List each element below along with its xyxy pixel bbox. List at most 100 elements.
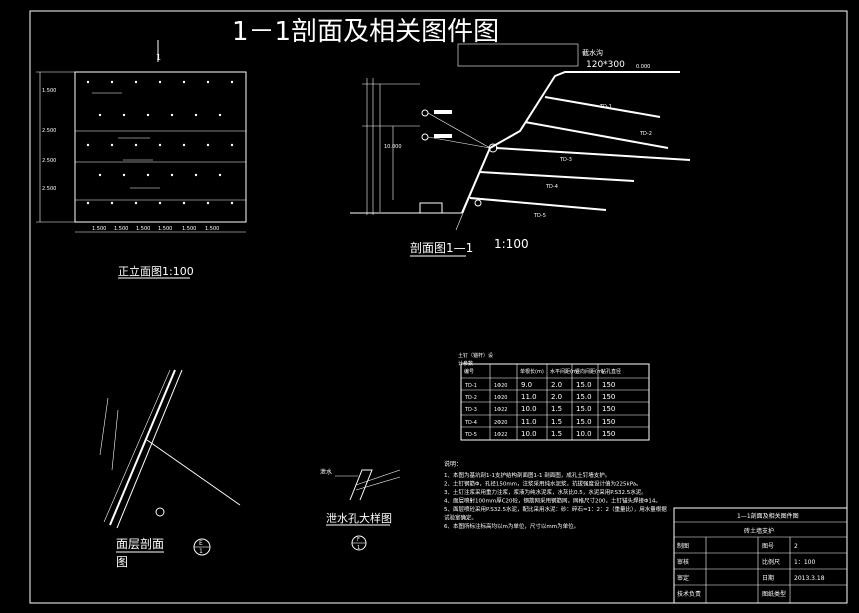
anchor-dot [206,201,210,205]
anchor-td5 [469,197,607,211]
table-cell: 1.5 [551,430,562,438]
marker-top: E [199,540,203,547]
title-block-cell: 技术负责 [677,590,701,598]
leader-line [427,136,491,149]
title-block-cell: 1：100 [794,559,815,566]
bottom-dim: 1.500 [158,226,172,232]
ditch-label: 截水沟 [582,48,603,57]
callout-circle [474,199,482,207]
marker-bottom: 1 [357,545,360,551]
drain-detail: 泄水 泄水孔大样图 F 1 [320,468,401,551]
anchor-dot-grid [86,80,234,205]
note-line: 4、面层喷射100mm厚C20砼，钢筋网采用钢筋网，网格尺寸200，土钉锚头焊接… [444,497,661,505]
drain-label: 泄水 [320,468,332,476]
anchor-label: TD-4 [545,184,558,190]
anchor-dot [230,80,234,84]
table-cell: TD-5 [464,432,477,438]
drain-caption: 泄水孔大样图 [326,511,392,525]
elevation-view: 1 1.500 2.500 2.500 2.500 1.500 1.500 1.… [36,40,247,279]
title-block-cell: 日期 [762,574,774,582]
note-line: 6、本图所标注标高均以m为单位，尺寸以mm为单位。 [444,522,579,530]
section-scale: 1:100 [494,237,529,251]
left-dim: 1.500 [42,88,56,94]
left-dim: 2.500 [42,128,56,134]
slope-extension [455,147,491,231]
bottom-dim: 1.500 [92,226,106,232]
note-line: 试验室确定。 [444,514,477,522]
toe-drain [419,202,443,214]
table-cell: 150 [602,381,615,389]
table-cell: 1.5 [551,405,562,413]
table-cell: TD-3 [464,407,477,413]
note-line: 1、本图为基坑剖1-1支护结构剖面图1-1 剖面图，成孔土钉墙支护。 [444,471,610,479]
table-cell: 150 [602,418,615,426]
table-cell: 150 [602,430,615,438]
left-dim: 2.500 [42,158,56,164]
leader-symbol [421,133,429,141]
anchor-dot [230,201,234,205]
table-cell: 10.0 [521,405,537,413]
table-header-cell: 编号 [464,368,474,375]
bottom-dim: 1.500 [205,226,219,232]
anchor-dot [86,143,90,147]
anchor-table: 土钉（锚杆）设 计参数 编号单根长(m)水平间距(m)竖向间距(m)钻孔直径TD… [458,352,650,441]
title-block-cell: 制图 [677,542,689,550]
anchor-dot [194,113,198,117]
anchor-dot [182,143,186,147]
marker-top: F [357,537,360,543]
table-cell: 10.0 [521,430,537,438]
table-cell: 1Φ22 [494,407,507,413]
table-cell: TD-1 [464,383,477,389]
anchor-dot [134,201,138,205]
anchor-dot [98,173,102,177]
anchor-dot [134,80,138,84]
ditch-size: 120*300 [586,60,625,70]
leader-tag [434,134,452,138]
anchor-dot [230,143,234,147]
notes-lines: 1、本图为基坑剖1-1支护结构剖面图1-1 剖面图，成孔土钉墙支护。2、土钉钢筋… [444,471,667,530]
ditch-frame [457,43,579,67]
height-dim: 10.000 [384,144,402,150]
layer-detail: 面层剖面 图 E 1 [99,369,241,569]
anchor-dot [194,173,198,177]
detail-dimension [111,409,119,471]
anchor-dot [158,80,162,84]
table-cell: 10.0 [576,430,592,438]
table-cell: 15.0 [576,405,592,413]
table-cell: 15.0 [576,381,592,389]
table-cell: 1Φ20 [494,383,507,389]
leader-line [427,112,491,149]
sheet-frame [29,10,848,604]
table-cell: 11.0 [521,393,537,401]
anchor-dot [146,113,150,117]
bottom-dim: 1.500 [136,226,150,232]
anchor-dot [170,173,174,177]
anchor-label: TD-5 [533,213,546,219]
drawing-title: 1－1剖面及相关图件图 [232,17,499,47]
table-header-cell: 竖向间距(m) [575,368,604,375]
anchor-label: TD-1 [599,104,612,110]
layer-caption: 面层剖面 [116,537,164,551]
bottom-dim: 1.500 [114,226,128,232]
anchor-dot [206,143,210,147]
leader-symbol [421,109,429,117]
table-cell: 1Φ20 [494,395,507,401]
anchor-dot [170,113,174,117]
title-block-cell: 图号 [762,543,774,550]
facing-line [109,369,176,526]
anchor-dot [110,201,114,205]
table-cell: 2Φ20 [494,420,507,426]
section-caption: 剖面图1—1 [410,241,473,255]
table-cell: 9.0 [521,381,532,389]
table-cell: 150 [602,393,615,401]
notes: 说明： 1、本图为基坑剖1-1支护结构剖面图1-1 剖面图，成孔土钉墙支护。2、… [444,460,667,530]
marker-bottom: 1 [199,548,203,555]
anchor-label: TD-2 [639,131,652,137]
callout-circle [155,507,165,517]
anchor-dot [218,113,222,117]
anchor-dot [158,201,162,205]
anchor-td3 [495,147,691,161]
table-header-cell: 钻孔直径 [601,368,621,375]
